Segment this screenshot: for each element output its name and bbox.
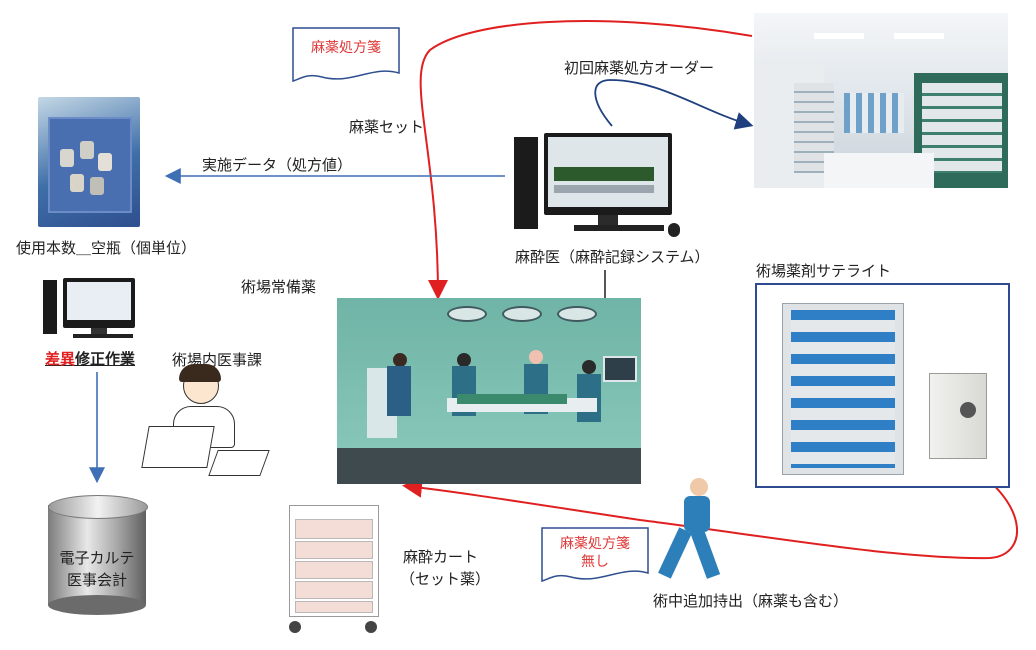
implementation-data-label: 実施データ（処方値） xyxy=(202,156,353,174)
first-order-arrow xyxy=(594,79,754,130)
safe-icon xyxy=(929,373,987,459)
red-takeout-arrow xyxy=(402,459,1019,560)
satellite-label: 術場薬剤サテライト xyxy=(756,262,892,280)
diff-fix-computer xyxy=(43,278,143,338)
ehr-label-2: 医事会計 xyxy=(66,571,127,589)
diff-fix-red: 差異 xyxy=(45,350,76,368)
extra-takeout-label: 術中追加持出（麻薬も含む） xyxy=(653,592,849,610)
diff-fix-label: 差異修正作業 xyxy=(45,348,135,369)
used-count-label: 使用本数＿空瓶（個単位） xyxy=(16,239,197,257)
rx-doc-top-text: 麻薬処方箋 xyxy=(311,40,381,56)
drug-cabinet xyxy=(782,303,904,475)
running-nurse-illustration xyxy=(658,478,730,588)
pharmacy-photo xyxy=(754,13,1008,188)
cart-label-2: （セット薬） xyxy=(400,570,491,588)
no-rx-line2: 無し xyxy=(581,554,609,570)
ehr-database-icon: 電子カルテ 医事会計 xyxy=(48,495,148,615)
no-rx-doc: 麻薬処方箋 無し xyxy=(541,527,649,585)
empty-vials-photo xyxy=(38,97,140,227)
first-order-label: 初回麻薬処方オーダー xyxy=(564,59,715,77)
no-rx-line1: 麻薬処方箋 xyxy=(560,536,630,552)
narcotics-set-label: 麻薬セット xyxy=(349,118,425,136)
diff-fix-black: 修正作業 xyxy=(75,350,136,368)
cart-label-1: 麻酔カート xyxy=(403,548,479,566)
anesthesia-computer xyxy=(514,133,684,237)
red-rx-arrow xyxy=(419,20,753,300)
satellite-box xyxy=(755,283,1010,488)
anesthesia-cart xyxy=(283,505,383,637)
anesthesiologist-label: 麻酔医（麻酔記録システム） xyxy=(515,248,710,266)
rx-doc-top: 麻薬処方箋 xyxy=(292,27,400,85)
admin-worker-illustration xyxy=(141,364,270,488)
ehr-label-1: 電子カルテ xyxy=(59,549,135,567)
or-stock-label: 術場常備薬 xyxy=(241,278,317,296)
surgery-illustration xyxy=(337,298,641,484)
